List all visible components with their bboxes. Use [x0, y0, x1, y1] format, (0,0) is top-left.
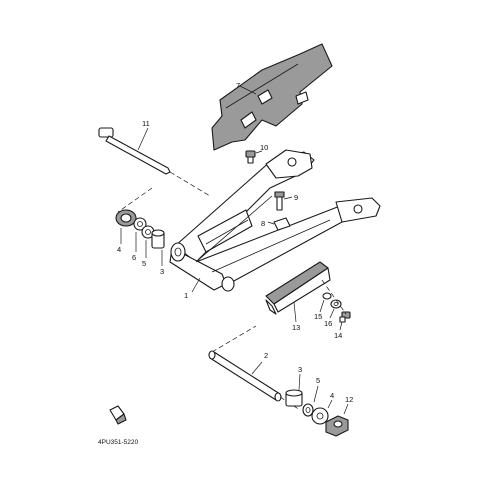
callout-5-right: 5	[316, 376, 320, 385]
leader-2	[251, 361, 263, 375]
callout-13: 13	[292, 323, 300, 332]
slider-washer-part-16	[330, 299, 342, 309]
axis-line-slider	[321, 279, 347, 315]
axis-line-lower-left	[211, 325, 257, 353]
washer-part-6	[133, 217, 147, 231]
leader-12	[343, 403, 349, 415]
callout-1: 1	[184, 291, 188, 300]
leader-16	[329, 308, 335, 319]
leader-13	[293, 301, 297, 323]
collar-part-5-right	[302, 403, 314, 417]
swingarm-part-1	[169, 149, 381, 292]
callout-7: 7	[236, 81, 240, 90]
bracket-bolt-part-9	[274, 191, 285, 211]
slider-screw-part-14	[339, 311, 351, 323]
callout-4-left: 4	[117, 245, 121, 254]
pivot-bearing-part-4-left	[115, 209, 137, 227]
diagram-code: 4PU351-5220	[98, 439, 138, 446]
chain-slider-part-13	[265, 261, 331, 315]
leader-11	[137, 127, 149, 151]
slider-collar-part-15	[322, 292, 332, 300]
callout-16: 16	[324, 319, 332, 328]
callout-10: 10	[260, 143, 268, 152]
chain-guard-part-7	[211, 43, 333, 151]
pivot-nut-part-12	[325, 415, 349, 437]
leader-3-right	[298, 373, 301, 391]
leader-1	[191, 277, 201, 293]
bracket-nut-part-8	[273, 217, 291, 231]
callout-15: 15	[314, 312, 322, 321]
leader-15	[319, 299, 325, 313]
leader-9	[283, 196, 293, 200]
collar-part-5-left	[141, 225, 155, 239]
axis-line-shaft-left	[117, 187, 153, 213]
lower-shaft-part-2	[208, 350, 282, 402]
grease-symbol-icon	[109, 405, 127, 425]
callout-3-right: 3	[298, 365, 302, 374]
leader-7	[239, 85, 257, 95]
pivot-bearing-part-4-right	[311, 407, 329, 425]
callout-5-left: 5	[142, 259, 146, 268]
callout-2: 2	[264, 351, 268, 360]
callout-8: 8	[261, 219, 265, 228]
callout-4-right: 4	[330, 391, 334, 400]
callout-3-left: 3	[160, 267, 164, 276]
callout-14: 14	[334, 331, 342, 340]
leader-10	[255, 150, 263, 154]
callout-9: 9	[294, 193, 298, 202]
bushing-part-3-left	[151, 229, 165, 249]
callout-6: 6	[132, 253, 136, 262]
callout-12: 12	[345, 395, 353, 404]
guard-bolt-part-10	[245, 150, 256, 164]
leader-8	[267, 221, 275, 225]
axis-line-shaft-right	[169, 171, 211, 197]
bushing-part-3-right	[285, 389, 303, 407]
leader-5-right	[313, 385, 319, 403]
leader-4-right	[327, 399, 333, 409]
leader-14	[339, 321, 343, 331]
pivot-shaft-part-11	[98, 127, 171, 175]
callout-11: 11	[142, 119, 150, 128]
